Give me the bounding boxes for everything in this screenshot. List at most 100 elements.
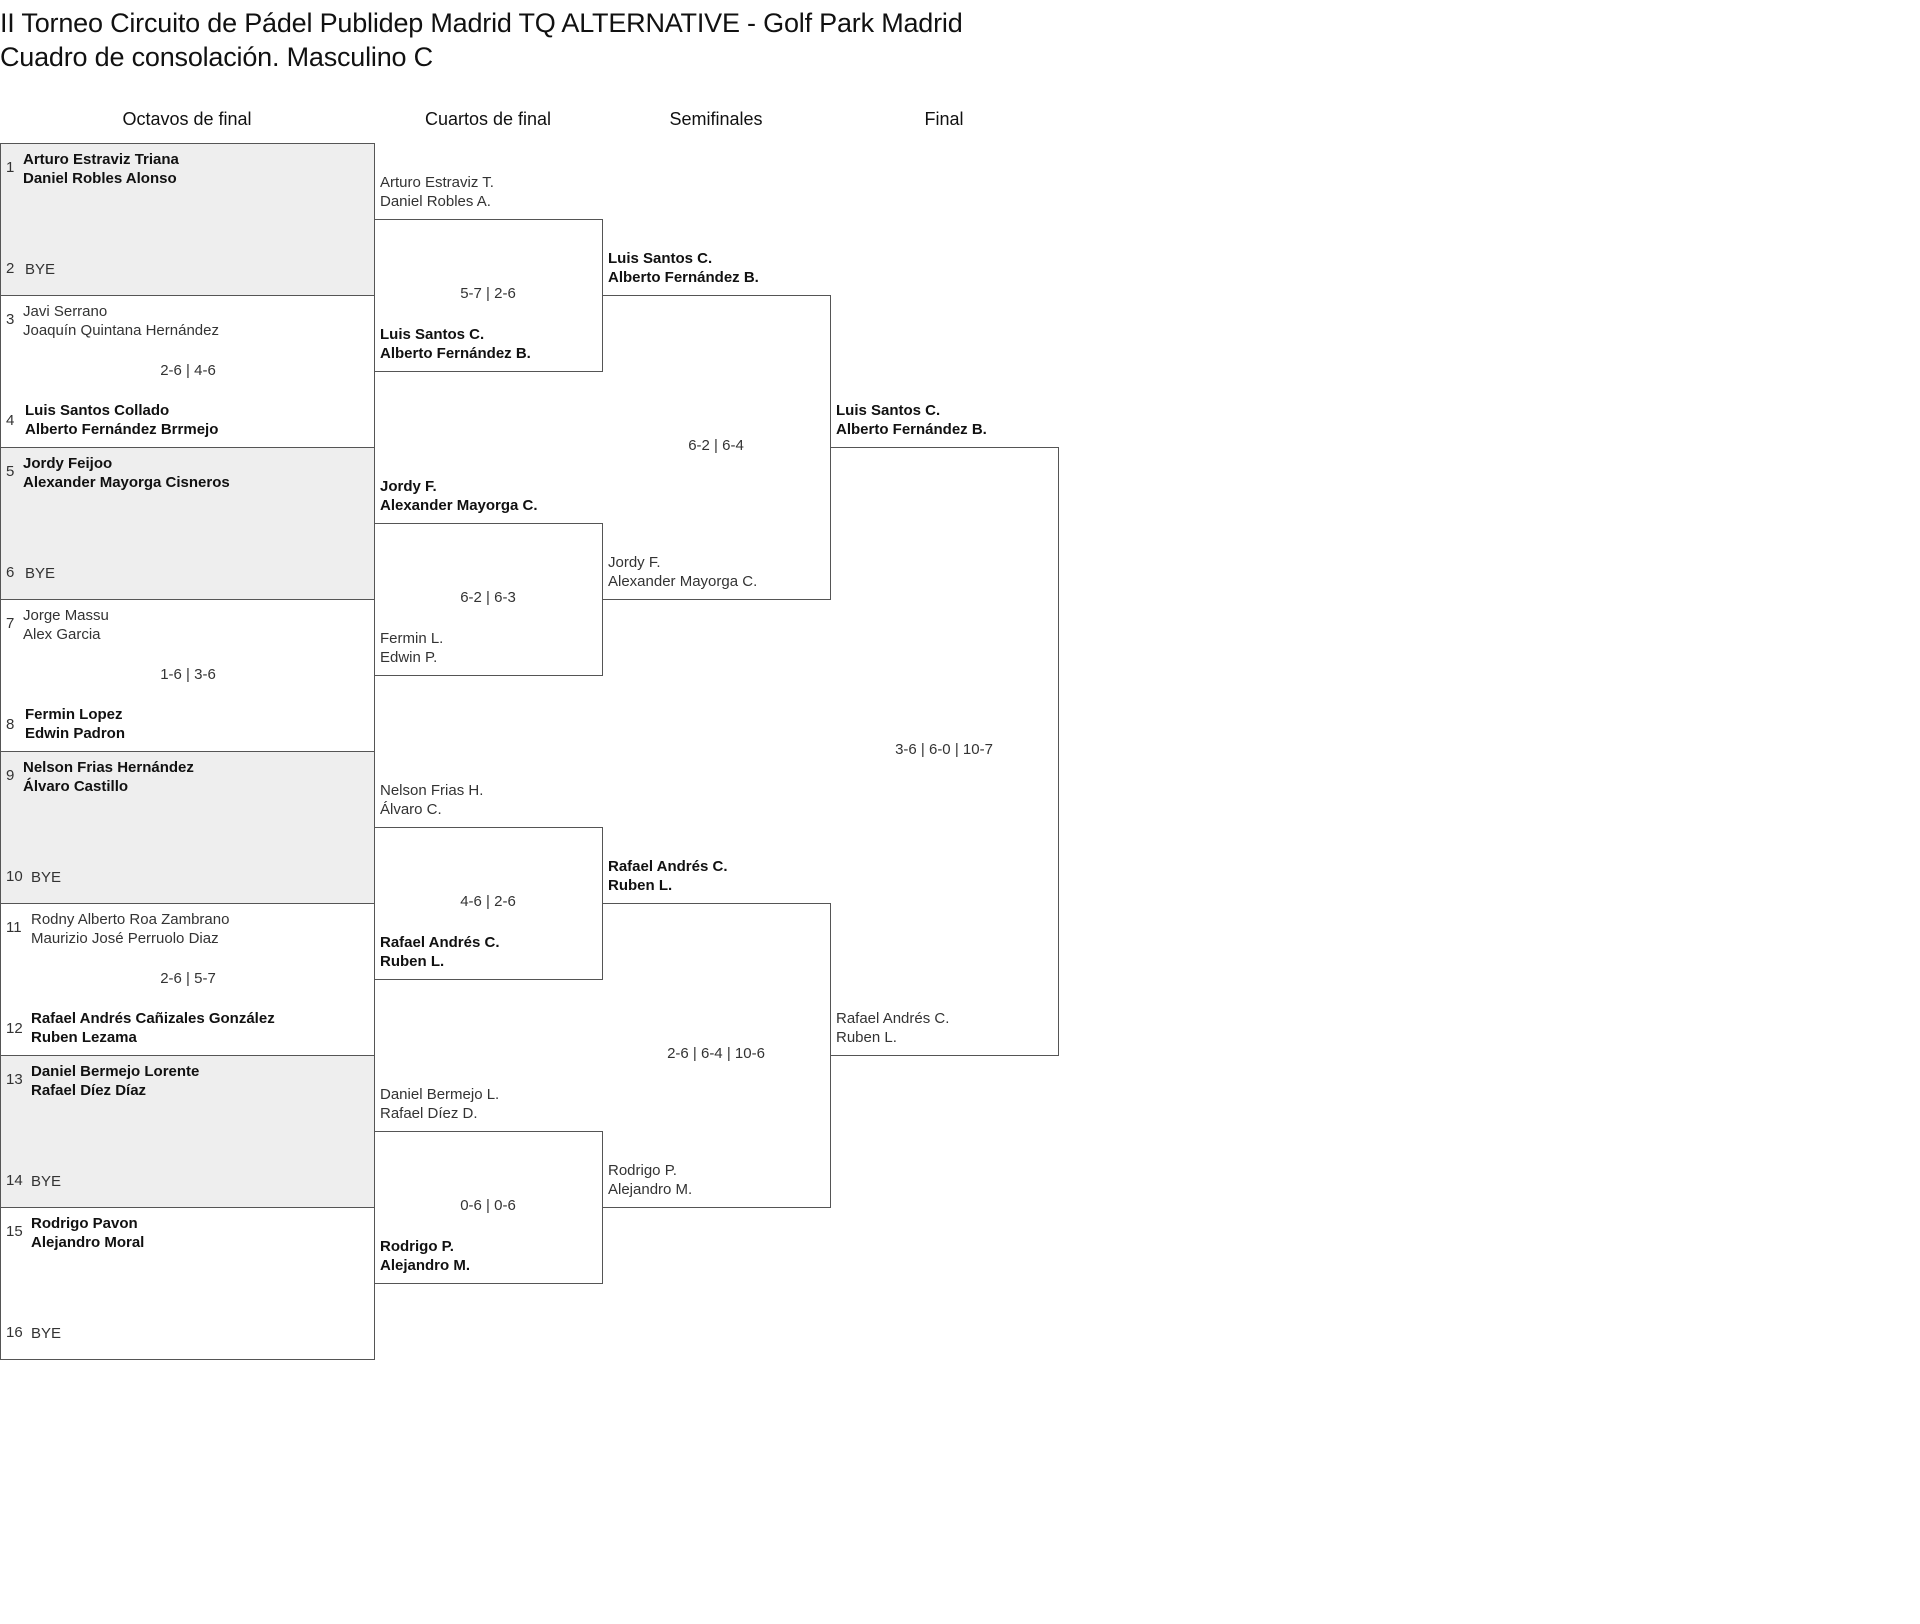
team-top-player1: Daniel Bermejo Lorente [31, 1063, 200, 1080]
team-bottom: BYE [31, 1172, 61, 1191]
qf-match-score: 0-6 | 0-6 [460, 1197, 516, 1214]
team-top-player2: Joaquín Quintana Hernández [23, 322, 219, 339]
team-top-player1: Arturo Estraviz Triana [23, 151, 179, 168]
team-bottom-player1: BYE [31, 1325, 62, 1342]
qf-match-team-top: Jordy F. Alexander Mayorga C. [380, 477, 600, 515]
team-bottom-player1: BYE [25, 565, 56, 582]
seed-number: 1 [6, 159, 15, 176]
qf-match-team-bottom: Fermin L. Edwin P. [380, 629, 600, 667]
qf-match-score: 6-2 | 6-3 [460, 589, 516, 606]
team-bottom-player1: BYE [25, 261, 56, 278]
qf-match-team-bottom: Rodrigo P. Alejandro M. [380, 1237, 600, 1275]
final-match-team-bottom-player1: Rafael Andrés C. [836, 1010, 950, 1027]
sf-match-team-bottom-player2: Alejandro M. [608, 1181, 693, 1198]
seed-number: 14 [6, 1172, 23, 1189]
seed-number: 3 [6, 311, 15, 328]
team-top-player1: Jorge Massu [23, 607, 109, 624]
seed-number: 5 [6, 463, 15, 480]
team-top-player2: Maurizio José Perruolo Diaz [31, 930, 219, 947]
draw-subtitle: Cuadro de consolación. Masculino C [0, 42, 433, 72]
qf-match-team-top: Daniel Bermejo L. Rafael Díez D. [380, 1085, 600, 1123]
seed-number: 16 [6, 1324, 23, 1341]
team-top-player1: Javi Serrano [23, 303, 108, 320]
sf-match-score: 2-6 | 6-4 | 10-6 [667, 1045, 765, 1062]
qf-match-team-bottom-player1: Fermin L. [380, 630, 444, 647]
tournament-title: II Torneo Circuito de Pádel Publidep Mad… [0, 8, 963, 38]
qf-match-team-top-player2: Daniel Robles A. [380, 193, 491, 210]
final-match-team-bottom: Rafael Andrés C. Ruben L. [836, 1009, 1056, 1047]
team-bottom-player1: Fermin Lopez [25, 706, 123, 723]
seed-number: 10 [6, 868, 23, 885]
sf-match-team-top-player2: Alberto Fernández B. [608, 269, 759, 286]
round-header-semifinales: Semifinales [669, 109, 763, 129]
team-top-player2: Alex Garcia [23, 626, 101, 643]
seed-number: 2 [6, 260, 15, 277]
final-match-score: 3-6 | 6-0 | 10-7 [895, 741, 993, 758]
team-bottom: BYE [31, 868, 61, 887]
qf-match-team-bottom-player2: Alejandro M. [380, 1257, 471, 1274]
sf-match-team-top-player1: Luis Santos C. [608, 250, 713, 267]
qf-match-team-top-player1: Daniel Bermejo L. [380, 1086, 500, 1103]
seed-number: 7 [6, 615, 15, 632]
qf-match-team-bottom-player1: Rodrigo P. [380, 1238, 454, 1255]
final-match-connector [830, 447, 1059, 1056]
round-header-final: Final [924, 109, 964, 129]
team-bottom: BYE [25, 564, 55, 583]
qf-match-team-top-player1: Nelson Frias H. [380, 782, 484, 799]
sf-match-team-top-player1: Rafael Andrés C. [608, 858, 728, 875]
final-match-team-top: Luis Santos C.Alberto Fernández B. [836, 401, 1056, 439]
sf-match-team-top: Rafael Andrés C. Ruben L. [608, 857, 828, 895]
seed-number: 4 [6, 412, 15, 429]
seed-number: 13 [6, 1071, 23, 1088]
match-score: 1-6 | 3-6 [160, 666, 216, 683]
final-match-team-bottom-player2: Ruben L. [836, 1029, 897, 1046]
seed-number: 9 [6, 767, 15, 784]
qf-match-team-top-player1: Arturo Estraviz T. [380, 174, 494, 191]
qf-match-team-bottom-player1: Rafael Andrés C. [380, 934, 500, 951]
sf-match-team-bottom-player1: Jordy F. [608, 554, 661, 571]
qf-match-team-top-player2: Rafael Díez D. [380, 1105, 478, 1122]
qf-match-team-bottom-player2: Edwin P. [380, 649, 438, 666]
team-top-player1: Rodny Alberto Roa Zambrano [31, 911, 230, 928]
qf-match-score: 5-7 | 2-6 [460, 285, 516, 302]
team-bottom-player1: Luis Santos Collado [25, 402, 170, 419]
sf-match-team-bottom-player1: Rodrigo P. [608, 1162, 677, 1179]
team-top-player2: Alexander Mayorga Cisneros [23, 474, 230, 491]
sf-match-team-bottom: Jordy F. Alexander Mayorga C. [608, 553, 828, 591]
qf-match-team-bottom: Rafael Andrés C.Ruben L. [380, 933, 600, 971]
qf-match-team-bottom-player2: Alberto Fernández B. [380, 345, 531, 362]
qf-match-team-top: Nelson Frias H.Álvaro C. [380, 781, 600, 819]
qf-match-team-top-player2: Alexander Mayorga C. [380, 497, 538, 514]
sf-match-team-top-player2: Ruben L. [608, 877, 673, 894]
qf-match-team-bottom-player1: Luis Santos C. [380, 326, 485, 343]
sf-match-team-bottom: Rodrigo P. Alejandro M. [608, 1161, 828, 1199]
team-bottom: BYE [31, 1324, 61, 1343]
team-top-player1: Jordy Feijoo [23, 455, 113, 472]
team-top-player1: Rodrigo Pavon [31, 1215, 138, 1232]
team-bottom-player1: BYE [31, 1173, 62, 1190]
qf-match-team-bottom: Luis Santos C. Alberto Fernández B. [380, 325, 600, 363]
team-bottom-player2: Alberto Fernández Brrmejo [25, 421, 219, 438]
seed-number: 12 [6, 1020, 23, 1037]
team-bottom-player1: BYE [31, 869, 62, 886]
sf-match-team-bottom-player2: Alexander Mayorga C. [608, 573, 758, 590]
qf-match-team-top-player1: Jordy F. [380, 478, 437, 495]
team-bottom: BYE [25, 260, 55, 279]
seed-number: 15 [6, 1223, 23, 1240]
qf-match-team-top: Arturo Estraviz T. Daniel Robles A. [380, 173, 600, 211]
